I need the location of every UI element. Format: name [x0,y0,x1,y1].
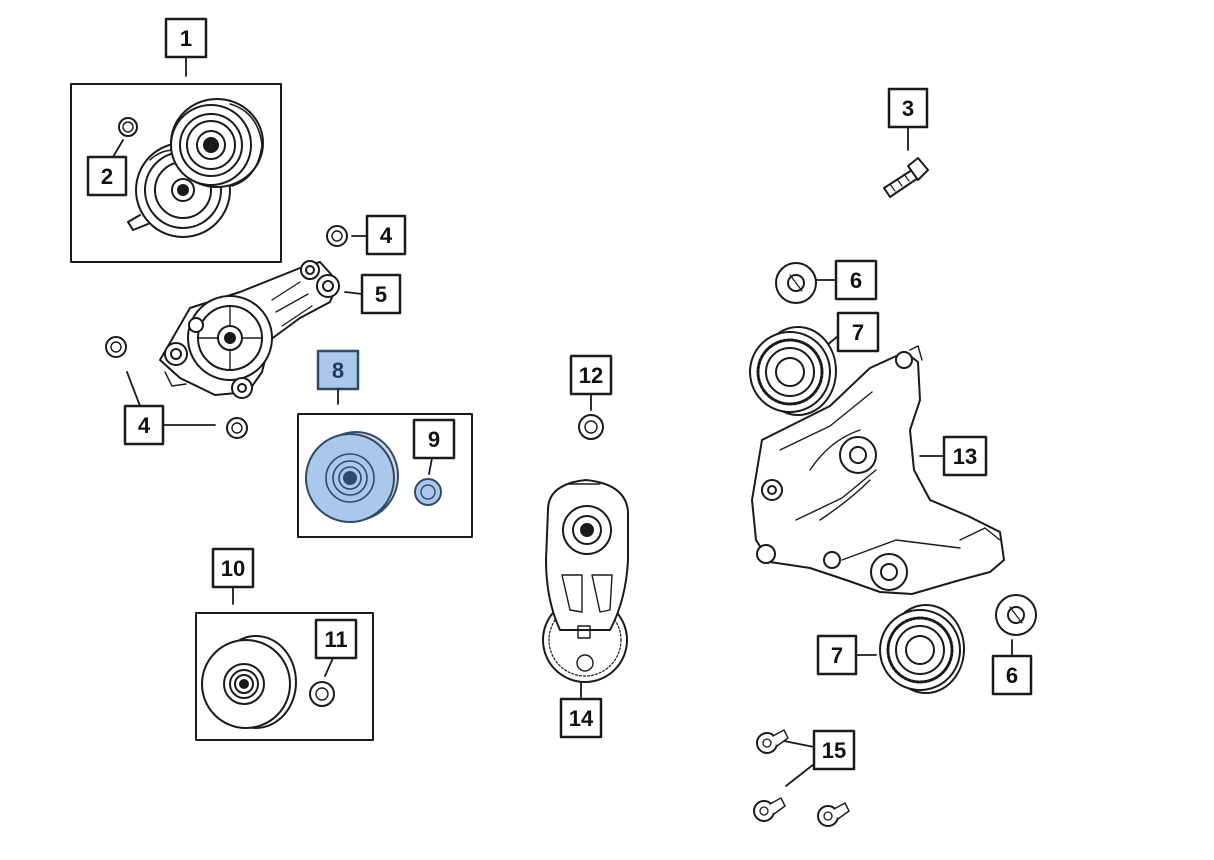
bearing-pulley-icon[interactable] [879,604,965,694]
callout-1[interactable]: 1 [164,17,208,59]
callout-label: 4 [380,223,393,248]
bolt-icon[interactable] [883,157,929,198]
nut-icon[interactable] [105,336,127,358]
callout-2[interactable]: 2 [86,155,128,197]
callout-11[interactable]: 11 [314,618,358,660]
idler-pulley-icon[interactable] [305,431,399,523]
nut-icon[interactable] [118,117,138,137]
callout-7-bottom[interactable]: 7 [816,634,858,676]
pulley-cap-icon[interactable] [414,478,442,506]
group-frame-10 [195,612,374,741]
callout-label: 9 [428,427,440,452]
leader-lines [112,56,1013,787]
tensioner-arm-icon[interactable] [542,479,629,683]
callout-4-bottom[interactable]: 4 [123,404,165,446]
group-frame-8 [297,413,473,538]
callout-5[interactable]: 5 [360,273,402,315]
idler-pulley-icon[interactable] [201,635,297,729]
callout-label: 2 [101,164,113,189]
nut-icon[interactable] [326,225,348,247]
callout-13[interactable]: 13 [942,435,988,477]
callout-label: 8 [332,358,344,383]
callout-7-top[interactable]: 7 [836,311,880,353]
washer-icon[interactable] [775,262,817,304]
callout-label: 10 [221,556,245,581]
callout-10[interactable]: 10 [211,547,255,589]
bolt-icon[interactable] [756,729,789,754]
pulley-cap-icon[interactable] [309,681,335,707]
callout-14[interactable]: 14 [559,697,603,739]
callout-15[interactable]: 15 [812,729,856,771]
callout-label: 14 [569,706,594,731]
nut-icon[interactable] [226,417,248,439]
callout-6-bottom[interactable]: 6 [991,654,1033,696]
callout-label: 1 [180,26,192,51]
callout-label: 12 [579,363,603,388]
callout-label: 7 [852,320,864,345]
callout-label: 13 [953,444,977,469]
callout-8[interactable]: 8 [316,349,360,391]
bolt-icon[interactable] [753,797,786,822]
callout-3[interactable]: 3 [887,87,929,129]
callout-label: 6 [1006,663,1018,688]
nut-icon[interactable] [578,414,604,440]
bolt-icon[interactable] [817,802,850,827]
accessory-bracket-icon[interactable] [751,345,1005,595]
callout-label: 4 [138,413,151,438]
callout-6-top[interactable]: 6 [834,259,878,301]
washer-icon[interactable] [995,594,1037,636]
tensioner-bracket-icon[interactable] [159,260,340,399]
callout-9[interactable]: 9 [412,418,456,460]
callout-4-top[interactable]: 4 [365,214,407,256]
belt-tensioner-assembly-icon[interactable] [127,98,264,238]
callout-12[interactable]: 12 [569,354,613,396]
callout-label: 15 [822,738,846,763]
callout-label: 11 [324,627,347,652]
callout-label: 6 [850,268,862,293]
callout-label: 5 [375,282,387,307]
callout-label: 3 [902,96,914,121]
callout-label: 7 [831,643,843,668]
bearing-pulley-icon[interactable] [749,326,837,416]
group-frame-1 [70,83,282,263]
